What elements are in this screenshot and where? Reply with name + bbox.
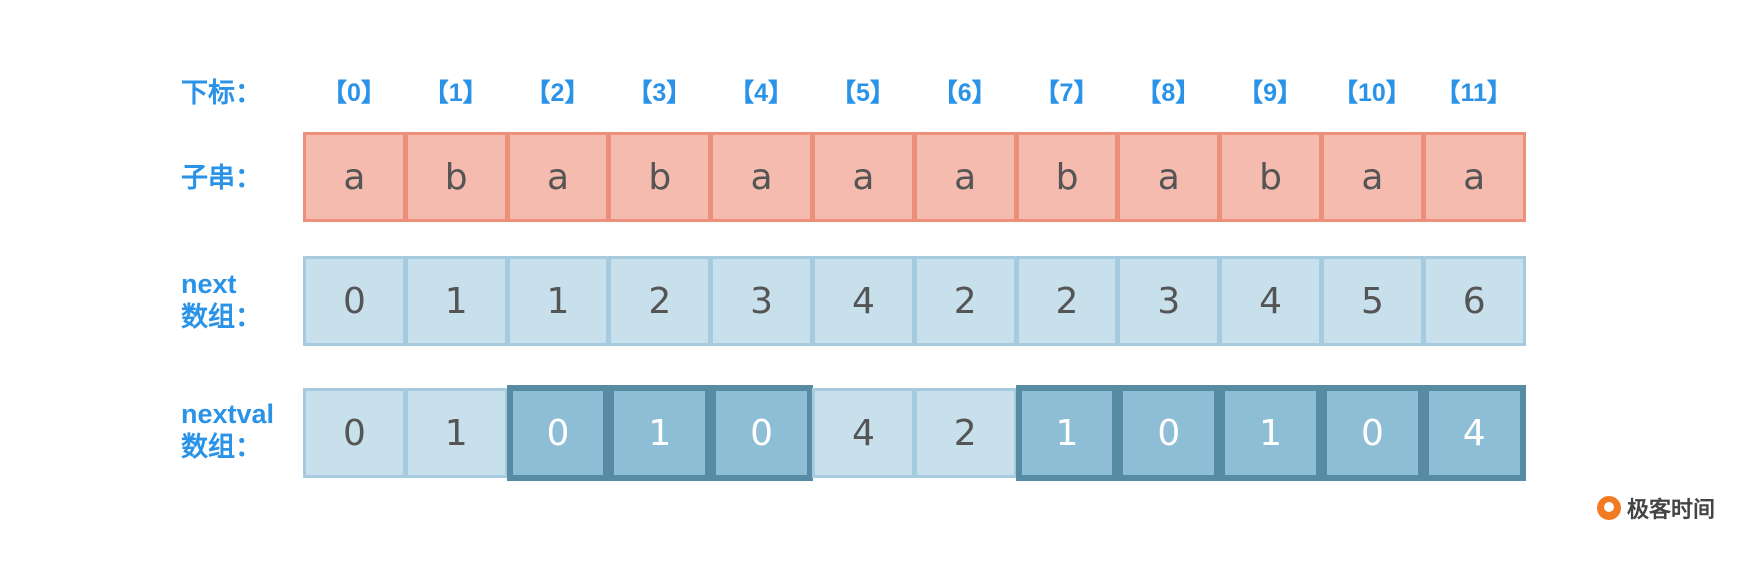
next-cell: 2 (608, 256, 712, 346)
next-cell: 6 (1422, 256, 1526, 346)
brand-logo-icon (1597, 496, 1621, 520)
substring-cell: a (1117, 132, 1221, 222)
nextval-cell: 1 (404, 388, 508, 478)
index-label: 【4】 (729, 79, 794, 107)
row-label-index: 下标： (181, 78, 262, 108)
nextval-cell: 0 (1321, 385, 1424, 481)
substring-cell: b (1219, 132, 1322, 222)
next-cell: 3 (710, 256, 813, 346)
next-cell: 1 (506, 256, 610, 346)
substring-cell: b (404, 132, 508, 222)
brand-logo-text: 极客时间 (1627, 497, 1716, 522)
next-cell: 0 (303, 256, 406, 346)
substring-cell: b (608, 132, 712, 222)
next-cell: 1 (404, 256, 508, 346)
substring-cell: a (1321, 132, 1424, 222)
nextval-cell: 1 (608, 385, 712, 481)
index-label: 【11】 (1435, 79, 1512, 107)
next-cell: 2 (1015, 256, 1119, 346)
row-label-next: next 数组： (181, 269, 262, 332)
next-cell: 4 (1219, 256, 1322, 346)
nextval-cell: 4 (812, 388, 915, 478)
nextval-cell: 1 (1219, 385, 1322, 481)
index-label: 【5】 (830, 79, 895, 107)
nextval-cell: 0 (506, 385, 610, 481)
substring-cell: a (710, 132, 813, 222)
index-label: 【3】 (627, 79, 692, 107)
index-label: 【6】 (932, 79, 997, 107)
substring-cell: a (913, 132, 1017, 222)
nextval-cell: 0 (710, 385, 813, 481)
substring-cell: b (1015, 132, 1119, 222)
index-label: 【0】 (321, 79, 386, 107)
nextval-cell: 2 (913, 388, 1017, 478)
row-label-nextval: nextval 数组： (181, 399, 275, 462)
nextval-cell: 0 (1117, 385, 1221, 481)
index-label: 【7】 (1034, 79, 1099, 107)
nextval-cell: 1 (1015, 385, 1119, 481)
index-label: 【2】 (525, 79, 590, 107)
next-cell: 3 (1117, 256, 1221, 346)
index-label: 【8】 (1136, 79, 1201, 107)
index-label: 【10】 (1332, 79, 1411, 107)
index-label: 【9】 (1238, 79, 1303, 107)
substring-cell: a (506, 132, 610, 222)
substring-cell: a (1422, 132, 1526, 222)
nextval-cell: 0 (303, 388, 406, 478)
brand-logo: 极客时间 (1597, 492, 1715, 524)
substring-cell: a (812, 132, 915, 222)
nextval-cell: 4 (1422, 385, 1526, 481)
index-label: 【1】 (423, 79, 488, 107)
next-cell: 2 (913, 256, 1017, 346)
next-cell: 4 (812, 256, 915, 346)
next-cell: 5 (1321, 256, 1424, 346)
row-label-substring: 子串： (181, 163, 262, 193)
substring-cell: a (303, 132, 406, 222)
